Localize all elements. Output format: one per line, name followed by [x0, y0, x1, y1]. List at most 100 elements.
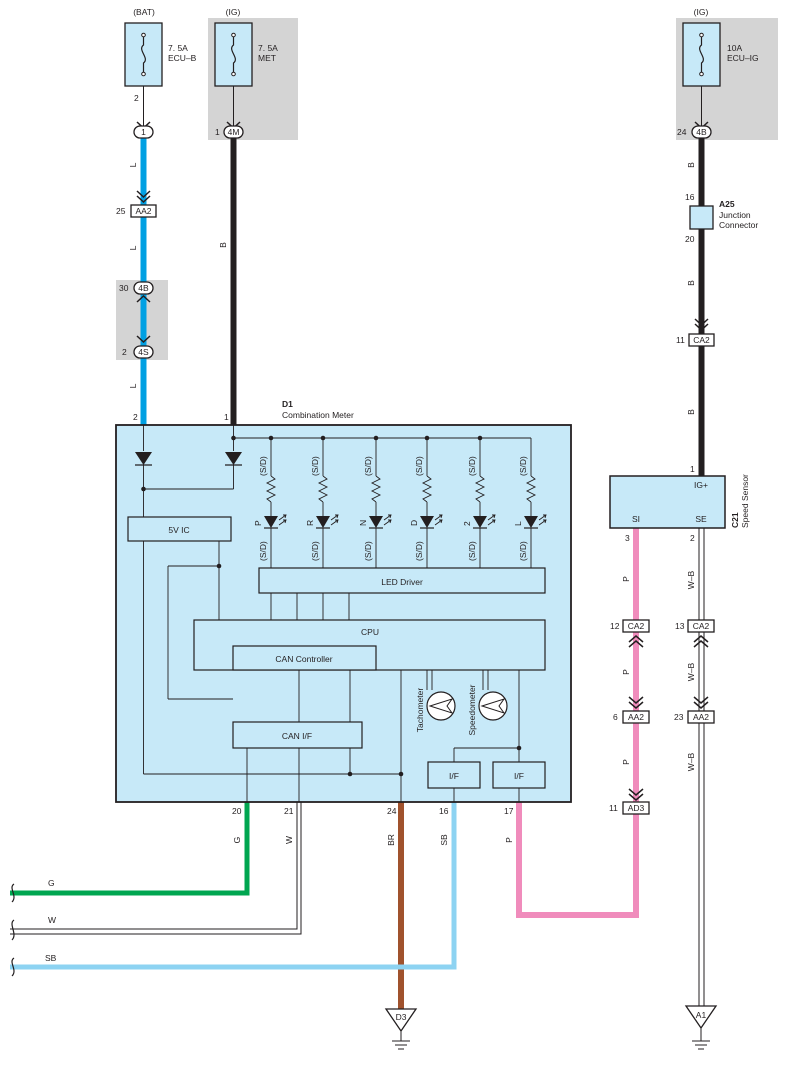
svg-text:AA2: AA2: [135, 206, 151, 216]
fuse-ecuig-name: ECU–IG: [727, 53, 759, 63]
block-if-1: I/F: [427, 761, 481, 789]
sd-label-top: (S/D): [414, 456, 424, 476]
diode-ig: [225, 452, 242, 466]
svg-text:23: 23: [674, 712, 684, 722]
svg-text:13: 13: [675, 621, 685, 631]
connector-aa2-si: AA2 6: [613, 696, 650, 724]
svg-text:SB: SB: [439, 834, 449, 846]
svg-text:AA2: AA2: [693, 712, 709, 722]
svg-text:CAN Controller: CAN Controller: [275, 654, 332, 664]
svg-text:25: 25: [116, 206, 126, 216]
svg-text:16: 16: [439, 806, 449, 816]
led-icon: [316, 516, 330, 528]
svg-text:W–B: W–B: [686, 752, 696, 771]
connector-aa2-left: AA2 25: [116, 190, 157, 218]
svg-text:1: 1: [215, 127, 220, 137]
connector-4m: 4M 1: [215, 121, 244, 139]
connector-ca2-right: CA2 11: [676, 318, 715, 347]
svg-text:B: B: [686, 162, 696, 168]
meter-bottom-pins: 20 21 24 16 17: [232, 806, 514, 816]
svg-text:L: L: [128, 162, 138, 167]
sd-label-top: (S/D): [467, 456, 477, 476]
svg-text:P: P: [621, 669, 631, 675]
connector-1: 1: [133, 121, 154, 139]
sd-label-bottom: (S/D): [363, 541, 373, 561]
fuse-ecub-pin: 2: [134, 93, 139, 103]
svg-text:24: 24: [677, 127, 687, 137]
connector-4b-left: 4B 30: [119, 281, 154, 303]
svg-text:12: 12: [610, 621, 620, 631]
resistor-icon: [317, 475, 329, 503]
block-led-driver: LED Driver: [258, 567, 546, 594]
connector-ca2-si: CA2 12: [610, 619, 650, 648]
fuse-ecuig-source: (IG): [694, 7, 709, 17]
ground-a1-icon: [692, 1040, 710, 1050]
svg-text:1: 1: [690, 464, 695, 474]
tachometer-gauge: Tachometer: [415, 688, 456, 732]
svg-text:IG+: IG+: [694, 480, 708, 490]
svg-text:1: 1: [224, 412, 229, 422]
svg-text:11: 11: [609, 803, 618, 813]
svg-text:SE: SE: [695, 514, 707, 524]
fuse-ecu-b: (BAT) 7. 5A ECU–B 2: [124, 7, 197, 103]
fuse-met-rating: 7. 5A: [258, 43, 278, 53]
svg-text:L: L: [128, 383, 138, 388]
svg-text:CPU: CPU: [361, 627, 379, 637]
svg-text:11: 11: [676, 335, 685, 345]
svg-text:16: 16: [685, 192, 695, 202]
svg-text:W–B: W–B: [686, 570, 696, 589]
led-indicator-3: (S/D)(S/D)D: [409, 438, 443, 568]
svg-text:20: 20: [685, 234, 695, 244]
sd-label-bottom: (S/D): [310, 541, 320, 561]
led-indicators: (S/D)(S/D)P(S/D)(S/D)R(S/D)(S/D)N(S/D)(S…: [253, 438, 547, 568]
svg-text:LED Driver: LED Driver: [381, 577, 423, 587]
svg-text:G: G: [232, 837, 242, 844]
svg-text:21: 21: [284, 806, 294, 816]
led-icon: [264, 516, 278, 528]
block-can-if: CAN I/F: [232, 721, 363, 749]
indicator-letter: D: [409, 520, 419, 526]
svg-text:AA2: AA2: [628, 712, 644, 722]
fuse-ecuig-rating: 10A: [727, 43, 742, 53]
connector-4b-top: 4B 24: [677, 121, 712, 139]
svg-text:L: L: [128, 245, 138, 250]
led-indicator-1: (S/D)(S/D)R: [305, 438, 339, 568]
meter-name: Combination Meter: [282, 410, 354, 420]
led-icon: [524, 516, 538, 528]
resistor-icon: [370, 475, 382, 503]
fuse-ecub-rating: 7. 5A: [168, 43, 188, 53]
svg-text:CAN I/F: CAN I/F: [282, 731, 312, 741]
svg-text:4B: 4B: [138, 283, 149, 293]
fuse-met-name: MET: [258, 53, 276, 63]
svg-text:3: 3: [625, 533, 630, 543]
svg-text:P: P: [621, 576, 631, 582]
resistor-icon: [421, 475, 433, 503]
resistor-icon: [265, 475, 277, 503]
sd-label-bottom: (S/D): [518, 541, 528, 561]
ground-d3-icon: [392, 1040, 410, 1050]
svg-text:2: 2: [122, 347, 127, 357]
indicator-letter: L: [513, 521, 523, 526]
svg-text:4B: 4B: [696, 127, 707, 137]
wire-sb: [10, 802, 457, 970]
fuse-ecub-name: ECU–B: [168, 53, 197, 63]
led-indicator-2: (S/D)(S/D)N: [358, 438, 392, 568]
output-g-label: G: [48, 878, 55, 888]
meter-id: D1: [282, 399, 293, 409]
speedometer-gauge: Speedometer: [467, 684, 508, 736]
svg-text:20: 20: [232, 806, 242, 816]
svg-text:Connector: Connector: [719, 220, 758, 230]
fuse-ecub-source: (BAT): [133, 7, 155, 17]
svg-text:B: B: [686, 409, 696, 415]
svg-text:30: 30: [119, 283, 129, 293]
diode-bat: [135, 452, 152, 466]
output-w-label: W: [48, 915, 56, 925]
svg-text:Junction: Junction: [719, 210, 751, 220]
fuse-ecuig-icon: [699, 35, 704, 74]
connector-4s: 4S 2: [122, 335, 154, 359]
svg-text:AD3: AD3: [628, 803, 645, 813]
indicator-letter: P: [253, 520, 263, 526]
led-indicator-0: (S/D)(S/D)P: [253, 438, 287, 568]
svg-text:BR: BR: [386, 834, 396, 846]
